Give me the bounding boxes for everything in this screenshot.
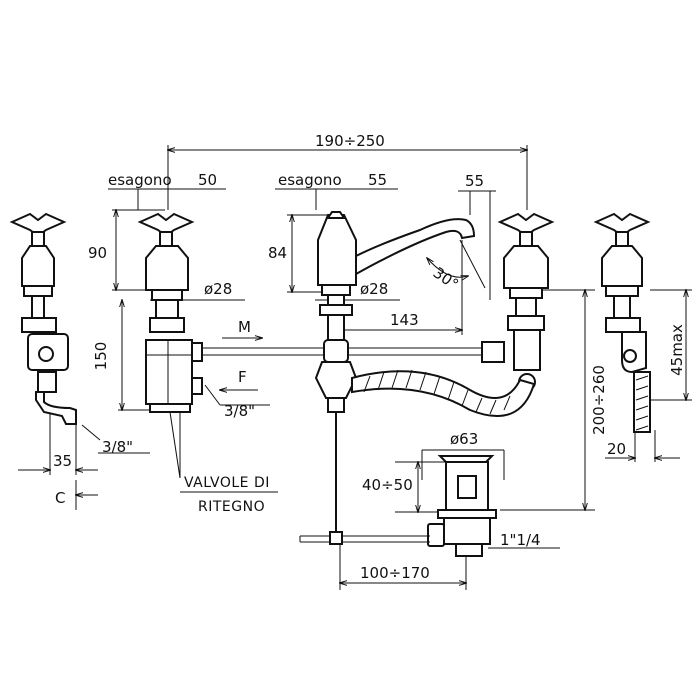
thread-left-value: 3/8" [102, 438, 133, 456]
handle-height-value: 90 [88, 244, 107, 262]
total-height-value: 200÷260 [590, 365, 608, 435]
angle-dimension: 30° [427, 239, 486, 294]
side-valve-left [9, 212, 77, 425]
offset-c-value: C [55, 489, 65, 507]
inlet-m-label: M [238, 318, 251, 336]
popup-waste [427, 455, 497, 557]
thread-right-value: 3/8" [224, 402, 255, 420]
body-height-value: 84 [268, 244, 287, 262]
popup-rod [299, 531, 430, 545]
offset-20-dimension: 20 [605, 430, 680, 462]
waste-dia-value: ø63 [450, 430, 478, 448]
dia-left-value: ø28 [204, 280, 232, 298]
check-valves-callout: VALVOLE DI RITEGNO [169, 411, 278, 515]
flex-hose [351, 369, 536, 418]
waste-dia-dimension: ø63 [421, 430, 505, 480]
popup-value: 40÷50 [362, 476, 413, 494]
rod-length-value: 100÷170 [360, 564, 430, 582]
offset-c-dimension: C [55, 480, 98, 510]
spout-reach-value: 55 [465, 172, 484, 190]
thread-right-dimension: 3/8" [204, 384, 270, 420]
mixer-height-value: 150 [92, 342, 110, 371]
valve-right [481, 212, 555, 391]
spout-reach-dimension: 55 [458, 172, 496, 300]
offset-35-dimension: 35 [18, 410, 98, 475]
hex-left-value: 50 [198, 171, 217, 189]
valves-label-line1: VALVOLE DI [184, 475, 270, 491]
offset-20-value: 20 [607, 440, 626, 458]
handle-height-dimension: 90 [88, 210, 165, 290]
hex-left-dimension: esagono 50 [108, 171, 226, 210]
valves-label-line2: RITEGNO [198, 499, 265, 515]
waste-thread-value: 1"1/4 [500, 531, 541, 549]
popup-dimension: 40÷50 [362, 462, 445, 512]
spout-length-dimension: 143 [335, 240, 462, 335]
side-valve-right [593, 212, 651, 433]
total-height-dimension: 200÷260 [500, 290, 608, 510]
hex-center-dimension: esagono 55 [275, 171, 398, 210]
waste-thread-dimension: 1"1/4 [488, 531, 560, 549]
dia-center-value: ø28 [360, 280, 388, 298]
mixer-height-dimension: 150 [92, 300, 155, 410]
inlet-f-label: F [238, 368, 247, 386]
spout-length-value: 143 [390, 311, 419, 329]
thread-left-dimension: 3/8" [81, 424, 150, 456]
hex-center-label: esagono [278, 171, 342, 189]
offset-35-value: 35 [53, 452, 72, 470]
rod-length-dimension: 100÷170 [340, 540, 466, 590]
angle-value: 30° [430, 264, 462, 294]
max-45-dimension: 45max [650, 290, 692, 400]
hex-left-label: esagono [108, 171, 172, 189]
overall-width-dimension: 190÷250 [168, 132, 527, 210]
hex-center-value: 55 [368, 171, 387, 189]
spout-center [314, 211, 476, 540]
max-45-value: 45max [668, 324, 686, 376]
overall-width-label: 190÷250 [315, 132, 385, 150]
body-height-dimension: 84 [268, 215, 330, 292]
flow-arrows: M F [220, 318, 262, 390]
valve-left [137, 212, 203, 413]
